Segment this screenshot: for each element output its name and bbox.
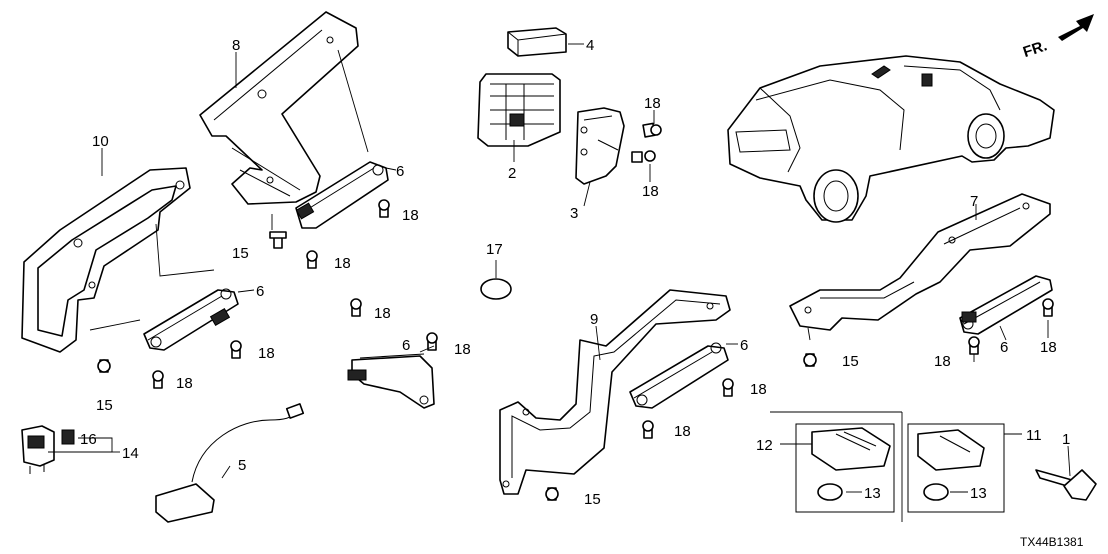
bolt-15a [269, 231, 287, 249]
callout-17: 17 [486, 241, 503, 258]
bolt-18l [1042, 298, 1054, 317]
callout-18-d: 18 [176, 375, 193, 392]
front-arrow-icon [1058, 14, 1094, 41]
callout-18-c: 18 [258, 345, 275, 362]
callout-12: 12 [756, 437, 773, 454]
bolt-18f [426, 332, 438, 351]
callout-5: 5 [238, 457, 246, 474]
bolt-18b [306, 250, 318, 269]
front-direction-indicator: FR. [1021, 14, 1094, 61]
callout-15-b: 15 [96, 397, 113, 414]
callout-18-a: 18 [402, 207, 419, 224]
callout-15-d: 15 [842, 353, 859, 370]
callout-13-right: 13 [970, 485, 987, 502]
part-4-relay [507, 27, 567, 57]
bolt-18d [152, 370, 164, 389]
callout-13-left: 13 [864, 485, 881, 502]
bolt-18j [642, 420, 654, 439]
callout-16: 16 [80, 431, 97, 448]
part-10-frame [21, 167, 191, 353]
callout-2: 2 [508, 165, 516, 182]
callout-8: 8 [232, 37, 240, 54]
vehicle-illustration [727, 55, 1055, 223]
callout-1: 1 [1062, 431, 1070, 448]
callout-18-i: 18 [750, 381, 767, 398]
callout-18-f: 18 [454, 341, 471, 358]
part-17-grommet [480, 278, 512, 300]
callout-10: 10 [92, 133, 109, 150]
part-6-antenna-center [347, 353, 435, 409]
bolt-15b [97, 359, 111, 373]
bolt-18e [350, 298, 362, 317]
bolt-15c [545, 487, 559, 501]
callout-6-left: 6 [256, 283, 264, 300]
front-label: FR. [1021, 37, 1049, 61]
callout-18-e: 18 [374, 305, 391, 322]
bolt-18g [642, 122, 662, 138]
bolt-15d [803, 353, 817, 367]
callout-9: 9 [590, 311, 598, 328]
part-6-antenna-upper [295, 161, 389, 229]
callout-11: 11 [1026, 427, 1042, 444]
callout-14: 14 [122, 445, 139, 462]
callout-6-upper: 6 [396, 163, 404, 180]
part-5-cable [155, 403, 305, 523]
bolt-18a [378, 199, 390, 218]
keyfob-kit-12-box [770, 411, 903, 522]
bolt-18i [722, 378, 734, 397]
callout-3: 3 [570, 205, 578, 222]
part-2-control-unit [477, 73, 561, 147]
callout-15-a: 15 [232, 245, 249, 262]
bolt-18c [230, 340, 242, 359]
part-3-bracket [575, 107, 625, 185]
bolt-18k [968, 336, 980, 355]
part-6-antenna-left [143, 288, 239, 351]
part-9-bracket [499, 289, 731, 495]
part-14-switch [21, 425, 55, 474]
callout-18-h: 18 [642, 183, 659, 200]
callout-18-g: 18 [644, 95, 661, 112]
callout-7: 7 [970, 193, 978, 210]
part-6-antenna-right [959, 275, 1053, 335]
keyfob-kit-11-box [907, 423, 1005, 513]
part-7-bracket [789, 193, 1051, 331]
callout-18-l: 18 [1040, 339, 1057, 356]
callout-6-lower: 6 [740, 337, 748, 354]
part-8-bracket [199, 11, 359, 205]
part-16-cap [61, 429, 75, 445]
part-6-antenna-lower [629, 342, 729, 409]
diagram-part-code: TX44B1381 [1020, 535, 1084, 549]
callout-18-j: 18 [674, 423, 691, 440]
part-1-key [1035, 469, 1097, 501]
callout-6-right: 6 [1000, 339, 1008, 356]
callout-18-b: 18 [334, 255, 351, 272]
fasteners [97, 122, 1054, 501]
callout-18-k: 18 [934, 353, 951, 370]
callout-labels: 1 2 3 4 5 6 6 6 6 6 7 8 9 10 11 12 13 13… [80, 37, 1070, 508]
leader-lines [48, 43, 1071, 493]
callout-6-center: 6 [402, 337, 410, 354]
bolt-18h [631, 150, 656, 163]
callout-15-c: 15 [584, 491, 601, 508]
callout-4: 4 [586, 37, 594, 54]
